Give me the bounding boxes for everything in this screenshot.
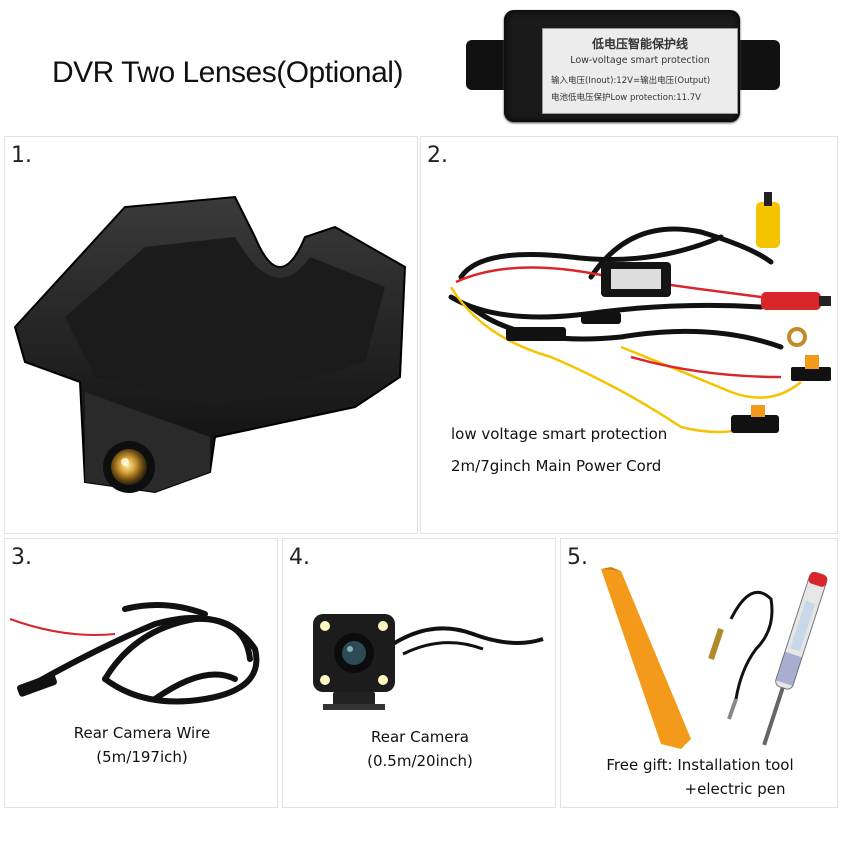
caption-line: (0.5m/20inch) xyxy=(367,752,473,770)
panel-power-cord: 2. low voltage smart protection xyxy=(420,136,838,534)
caption-line: (5m/197ich) xyxy=(96,748,188,766)
rca-connector-yellow xyxy=(756,202,780,248)
caption-line: low voltage smart protection xyxy=(451,425,668,443)
panel-free-gift: 5. Free gift: Installation tool +electri… xyxy=(560,538,838,808)
module-label-input: 输入电压(Inout):12V=输出电压(Output) xyxy=(551,76,711,86)
module-label-subtitle: Low-voltage smart protection xyxy=(570,55,710,66)
caption-line: Rear Camera Wire xyxy=(73,724,211,742)
rear-camera-wire-image xyxy=(9,602,260,705)
caption-line: +electric pen xyxy=(684,780,786,798)
led-icon xyxy=(320,675,330,685)
module-label: 低电压智能保护线 Low-voltage smart protection 输入… xyxy=(542,28,738,114)
dvr-housing-image xyxy=(13,195,407,494)
panel-number: 4. xyxy=(289,545,310,570)
caption-line: 2m/7ginch Main Power Cord xyxy=(451,457,662,475)
fuse-tap xyxy=(731,415,779,433)
panel-rear-camera: 4. Rear Camera (0.5m/20inch) xyxy=(282,538,556,808)
rear-camera-image xyxy=(313,614,544,710)
caption-line: Rear Camera xyxy=(371,728,469,746)
camera-lens-icon xyxy=(342,641,366,665)
led-icon xyxy=(320,621,330,631)
caption: Free gift: Installation tool +electric p… xyxy=(561,753,839,801)
led-icon xyxy=(378,621,388,631)
fuse-holder xyxy=(506,327,566,341)
alligator-clip-icon xyxy=(727,698,738,720)
panel-number: 2. xyxy=(427,143,448,168)
caption: Rear Camera (0.5m/20inch) xyxy=(283,725,557,773)
panel-number: 1. xyxy=(11,143,32,168)
caption: low voltage smart protection 2m/7ginch M… xyxy=(451,422,667,478)
ring-terminal xyxy=(787,327,807,347)
camera-lens-icon xyxy=(111,449,147,485)
red-connector xyxy=(761,292,821,310)
led-icon xyxy=(378,675,388,685)
panel-rear-camera-wire: 3. Rear Camera Wire (5m/197ich) xyxy=(4,538,278,808)
tools-image xyxy=(601,567,828,749)
protection-module-image: 低电压智能保护线 Low-voltage smart protection 输入… xyxy=(466,10,780,122)
module-label-title: 低电压智能保护线 xyxy=(591,37,688,51)
page-title: DVR Two Lenses(Optional) xyxy=(52,56,403,89)
module-label-protection: 电池低电压保护Low protection:11.7V xyxy=(551,93,701,103)
panel-dvr-housing: 1. xyxy=(4,136,418,534)
bottom-strip xyxy=(0,810,850,850)
panel-number: 5. xyxy=(567,545,588,570)
panel-number: 3. xyxy=(11,545,32,570)
pry-tool-icon xyxy=(601,569,691,749)
caption: Rear Camera Wire (5m/197ich) xyxy=(5,721,279,769)
cable-end-right xyxy=(734,40,780,90)
power-cord-image xyxy=(448,192,831,434)
caption-line: Free gift: Installation tool xyxy=(606,756,794,774)
